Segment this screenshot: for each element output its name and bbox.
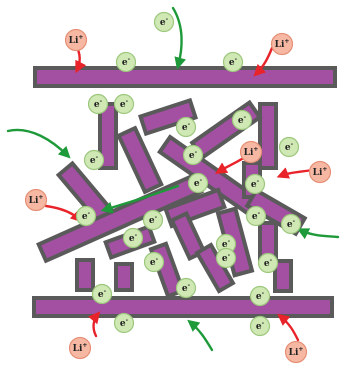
active-material-rod: [33, 66, 337, 88]
green-curved-arrow-icon: [296, 228, 340, 240]
e-minus-circle-icon: e-: [244, 173, 266, 195]
e-minus-circle-icon: e-: [175, 277, 197, 299]
active-material-rod: [114, 262, 134, 292]
e-minus-circle-label: e-: [182, 282, 191, 294]
red-curved-arrow-icon: [277, 313, 300, 342]
e-minus-circle-label: e-: [160, 16, 169, 28]
e-minus-circle-label: e-: [264, 257, 273, 269]
active-material-rod: [116, 125, 164, 195]
e-minus-circle-icon: e-: [215, 233, 237, 255]
red-curved-arrow-icon: [276, 167, 314, 179]
red-curved-arrow-icon: [88, 311, 101, 338]
particles-layer: e-e-e-e-e-e-e-e-e-e-e-e-e-e-e-e-e-e-e-e-…: [24, 11, 332, 364]
e-minus-circle-label: e-: [98, 288, 107, 300]
active-material-layer: [32, 66, 337, 318]
e-minus-circle-label: e-: [182, 121, 191, 133]
e-minus-circle-label: e-: [222, 252, 231, 264]
e-minus-circle-icon: e-: [175, 116, 197, 138]
green-curved-arrow-icon: [100, 184, 180, 214]
li-plus-circle-icon: Li+: [308, 160, 332, 184]
e-minus-circle-label: e-: [120, 317, 129, 329]
e-minus-circle-label: e-: [82, 210, 91, 222]
e-minus-circle-label: e-: [287, 218, 296, 230]
e-minus-circle-label: e-: [251, 178, 260, 190]
e-minus-circle-icon: e-: [91, 283, 113, 305]
e-minus-circle-icon: e-: [113, 93, 135, 115]
e-minus-circle-icon: e-: [113, 312, 135, 334]
li-plus-circle-icon: Li+: [239, 140, 263, 164]
e-minus-circle-label: e-: [122, 56, 131, 68]
e-minus-circle-label: e-: [222, 238, 231, 250]
e-minus-circle-label: e-: [285, 141, 294, 153]
e-minus-circle-icon: e-: [249, 285, 271, 307]
active-material-rod: [273, 259, 293, 293]
e-minus-circle-icon: e-: [249, 315, 271, 337]
e-minus-circle-icon: e-: [75, 205, 97, 227]
e-minus-circle-icon: e-: [182, 144, 204, 166]
e-minus-circle-label: e-: [90, 154, 99, 166]
li-plus-circle-icon: Li+: [68, 336, 92, 360]
li-plus-circle-icon: Li+: [270, 32, 294, 56]
e-minus-circle-label: e-: [256, 290, 265, 302]
e-minus-circle-label: e-: [149, 214, 158, 226]
e-minus-circle-icon: e-: [122, 227, 144, 249]
e-minus-circle-label: e-: [94, 98, 103, 110]
e-minus-circle-label: e-: [189, 149, 198, 161]
e-minus-circle-icon: e-: [143, 251, 165, 273]
e-minus-circle-icon: e-: [153, 11, 175, 33]
active-material-rod: [32, 296, 334, 318]
e-minus-circle-label: e-: [229, 56, 238, 68]
li-plus-circle-icon: Li+: [64, 28, 88, 52]
active-material-rod: [75, 258, 95, 292]
red-curved-arrow-icon: [253, 46, 274, 77]
green-curved-arrow-icon: [6, 128, 71, 159]
e-minus-circle-icon: e-: [87, 93, 109, 115]
e-minus-circle-icon: e-: [280, 213, 302, 235]
green-curved-arrow-icon: [187, 319, 214, 352]
e-minus-circle-icon: e-: [222, 51, 244, 73]
e-minus-circle-icon: e-: [257, 252, 279, 274]
e-minus-circle-label: e-: [150, 256, 159, 268]
e-minus-circle-icon: e-: [278, 136, 300, 158]
active-material-rod: [258, 102, 278, 170]
e-minus-circle-icon: e-: [187, 172, 209, 194]
li-plus-circle-icon: Li+: [24, 188, 48, 212]
green-curved-arrow-icon: [171, 6, 187, 70]
e-minus-circle-label: e-: [256, 320, 265, 332]
e-minus-circle-icon: e-: [115, 51, 137, 73]
e-minus-circle-icon: e-: [215, 247, 237, 269]
red-curved-arrow-icon: [44, 204, 83, 223]
li-plus-circle-icon: Li+: [284, 340, 308, 364]
e-minus-circle-icon: e-: [245, 205, 267, 227]
e-minus-circle-label: e-: [129, 232, 138, 244]
e-minus-circle-label: e-: [252, 210, 261, 222]
e-minus-circle-label: e-: [120, 98, 129, 110]
e-minus-circle-icon: e-: [142, 209, 164, 231]
active-material-rod: [137, 97, 199, 137]
e-minus-circle-icon: e-: [83, 149, 105, 171]
e-minus-circle-label: e-: [194, 177, 203, 189]
e-minus-circle-label: e-: [238, 114, 247, 126]
e-minus-circle-icon: e-: [231, 109, 253, 131]
